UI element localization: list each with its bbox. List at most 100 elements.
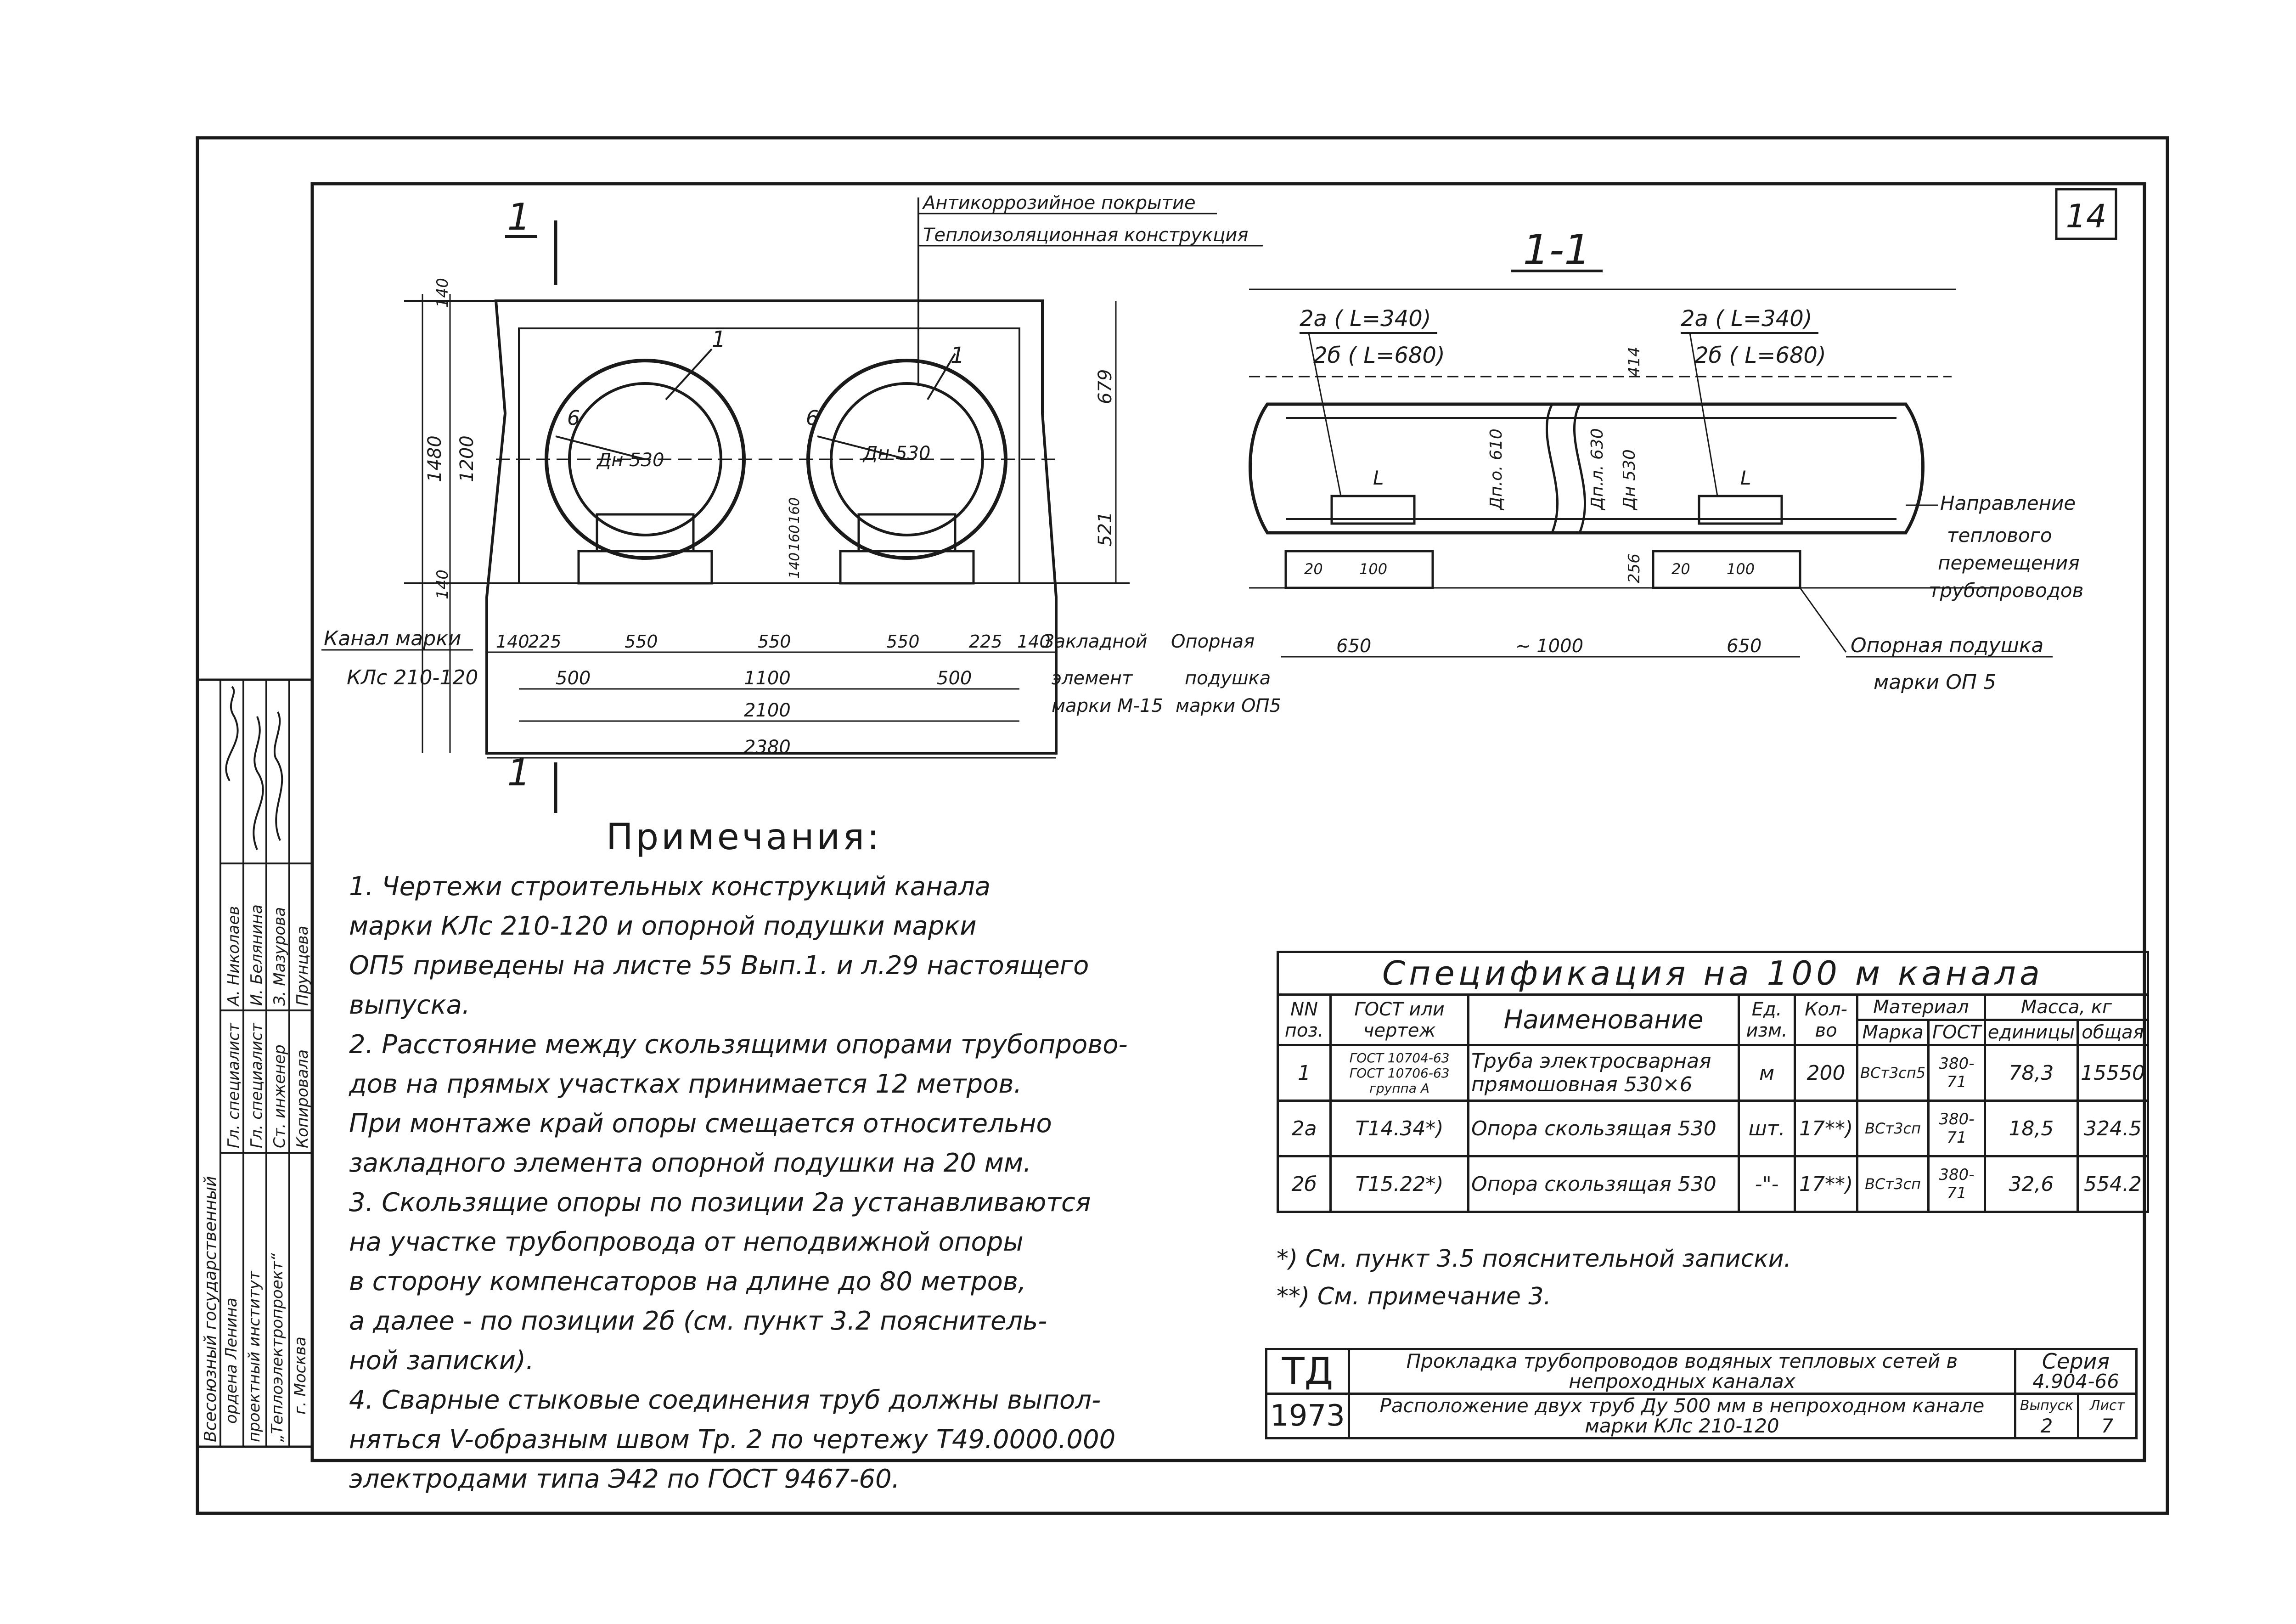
- dim-row2-0: 500: [556, 668, 591, 689]
- sheet-label: Лист: [2089, 1398, 2125, 1414]
- dim-left-mid: 1200: [456, 435, 478, 482]
- layer-label-insulation: Теплоизоляционная конструкция: [923, 225, 1248, 246]
- long-cushion-left: [1284, 550, 1434, 589]
- title-block-issue: Выпуск 2: [2014, 1393, 2079, 1439]
- spec-h-mark: Марка: [1856, 1019, 1930, 1046]
- cushion-label-3: марки ОП5: [1176, 695, 1281, 716]
- spec-cell-pos: 2а: [1276, 1100, 1332, 1157]
- direction-label-2: теплового: [1947, 524, 2052, 547]
- spec-cell-gost-mat: 380-71: [1927, 1100, 1986, 1157]
- spec-cell-mark: ВСт3сп5: [1856, 1044, 1930, 1102]
- series-value: 4.904-66: [2032, 1370, 2119, 1393]
- pipe-left-diameter: Дн 530: [596, 450, 664, 471]
- sidebar-org-1: Всесоюзный государственный: [201, 1176, 220, 1442]
- spec-cell-total: 15550: [2076, 1044, 2150, 1102]
- spec-h-unit: Ед. изм.: [1738, 993, 1796, 1046]
- long-support-dim-right-2: 100: [1727, 560, 1755, 578]
- spec-h-pos: NN поз.: [1276, 993, 1332, 1046]
- sidebar-role-3: Ст. инженер: [270, 1044, 289, 1148]
- title-block-year: 1973: [1265, 1393, 1350, 1439]
- long-support-right: [1698, 495, 1783, 525]
- support-right-saddle: [857, 513, 957, 553]
- long-pipe-break-1: [1545, 403, 1559, 533]
- footnote-1: *) См. пункт 3.5 пояснительной записки.: [1277, 1245, 1792, 1273]
- notes-block: Примечания: 1. Чертежи строительных конс…: [349, 818, 1231, 1499]
- sheet-value: 7: [2101, 1415, 2114, 1437]
- long-pipe-dim-2: Дп.л. 630: [1588, 428, 1607, 511]
- spec-cell-unit-mass: 78,3: [1983, 1044, 2079, 1102]
- dim-row1-3: 550: [758, 632, 791, 652]
- spec-cell-unit: шт.: [1738, 1100, 1796, 1157]
- long-callout-left-leader: [1308, 333, 1342, 496]
- long-l-right: L: [1740, 467, 1751, 489]
- long-callout-left-a: 2а ( L=340): [1300, 306, 1431, 332]
- pipe-left-thickness: 6: [567, 406, 580, 430]
- long-dim-1: 650: [1336, 636, 1371, 657]
- dim-left-total: 1480: [424, 435, 445, 482]
- embedded-label-2: элемент: [1052, 668, 1133, 689]
- signature-1: [225, 686, 239, 782]
- spec-cell-mark: ВСт3сп: [1856, 1100, 1930, 1157]
- cushion-label-1: Опорная: [1171, 631, 1255, 652]
- sidebar-name-3: З. Мазурова: [270, 907, 289, 1006]
- sidebar-stamp: Всесоюзный государственный ордена Ленина…: [196, 678, 314, 1448]
- long-pipe: [1249, 402, 1925, 535]
- long-dim-2: ~ 1000: [1515, 636, 1583, 657]
- spec-h-gost-mat: ГОСТ: [1927, 1019, 1986, 1046]
- long-cushion-label-1: Опорная подушка: [1851, 634, 2043, 657]
- pipe-left-pos-leader: [665, 348, 713, 400]
- dim-row1-4: 550: [886, 632, 920, 652]
- series-label: Серия: [2042, 1349, 2110, 1374]
- cut-mark-bottom: 1: [507, 751, 531, 794]
- pipe-left-pos: 1: [712, 327, 726, 352]
- long-callout-right-a: 2а ( L=340): [1681, 306, 1812, 332]
- spec-cell-total: 554.2: [2076, 1155, 2150, 1213]
- spec-cell-pos: 2б: [1276, 1155, 1332, 1213]
- long-pipe-dim-3: Дн 530: [1620, 449, 1639, 511]
- table-row: 1 ГОСТ 10704-63 ГОСТ 10706-63 группа А Т…: [1276, 1044, 2150, 1102]
- sidebar-org-2: ордена Ленина: [222, 1297, 241, 1424]
- dim-row1-1: 225: [528, 632, 562, 652]
- direction-label-4: трубопроводов: [1929, 579, 2083, 602]
- dim-row4: 2380: [744, 737, 791, 758]
- long-support-dim-left-2: 100: [1359, 560, 1387, 578]
- pipe-right-pos-leader: [927, 353, 956, 400]
- note-3: 3. Скользящие опоры по позиции 2а устана…: [349, 1188, 1091, 1376]
- long-cushion-right: [1652, 550, 1801, 589]
- spec-title: Спецификация на 100 м канала: [1277, 951, 2149, 996]
- spec-cell-pos: 1: [1276, 1044, 1332, 1102]
- section-title: 1-1: [1523, 226, 1591, 274]
- spec-cell-gost-mat: 380-71: [1927, 1155, 1986, 1213]
- channel-label: Канал марки: [324, 627, 461, 650]
- sidebar-role-1: Гл. специалист: [225, 1022, 243, 1148]
- sidebar-name-4: Прунцева: [293, 926, 312, 1006]
- spec-cell-qty: 17**): [1794, 1155, 1858, 1213]
- pipe-right-thickness: 6: [806, 406, 819, 430]
- sidebar-role-2: Гл. специалист: [248, 1022, 266, 1148]
- note-1: 1. Чертежи строительных конструкций кана…: [349, 872, 1089, 1020]
- spec-h-unit-mass: единицы: [1983, 1019, 2079, 1046]
- long-cushion-label-2: марки ОП 5: [1874, 671, 1996, 694]
- sidebar-name-2: И. Белянина: [248, 904, 266, 1006]
- channel-mark: КЛс 210-120: [347, 666, 478, 689]
- table-row: 2б Т15.22*) Опора скользящая 530 -"- 17*…: [1276, 1155, 2150, 1213]
- title-block: ТД Прокладка трубопроводов водяных тепло…: [1265, 1348, 2138, 1439]
- long-callout-right-leader: [1689, 333, 1718, 496]
- dim-support-1: 140: [787, 553, 803, 579]
- table-row: 2а Т14.34*) Опора скользящая 530 шт. 17*…: [1276, 1100, 2150, 1157]
- dim-row1-2: 550: [625, 632, 658, 652]
- spec-cell-qty: 17**): [1794, 1100, 1858, 1157]
- embedded-label-3: марки М-15: [1052, 695, 1163, 716]
- dim-row2-2: 500: [937, 668, 972, 689]
- long-callout-right-b: 2б ( L=680): [1694, 343, 1826, 368]
- dim-row3: 2100: [744, 700, 791, 721]
- spec-cell-gost: ГОСТ 10704-63 ГОСТ 10706-63 группа А: [1329, 1044, 1470, 1102]
- spec-h-gost: ГОСТ или чертеж: [1329, 993, 1470, 1046]
- note-2: 2. Расстояние между скользящими опорами …: [349, 1030, 1128, 1178]
- long-cushion-leader: [1799, 587, 1847, 653]
- layer-label-coating: Антикоррозийное покрытие: [922, 192, 1196, 214]
- signature-2: [253, 716, 264, 850]
- support-left-saddle: [596, 513, 695, 553]
- pipe-right-diameter: Дн 530: [862, 443, 930, 464]
- dim-right-bottom: 521: [1095, 512, 1116, 547]
